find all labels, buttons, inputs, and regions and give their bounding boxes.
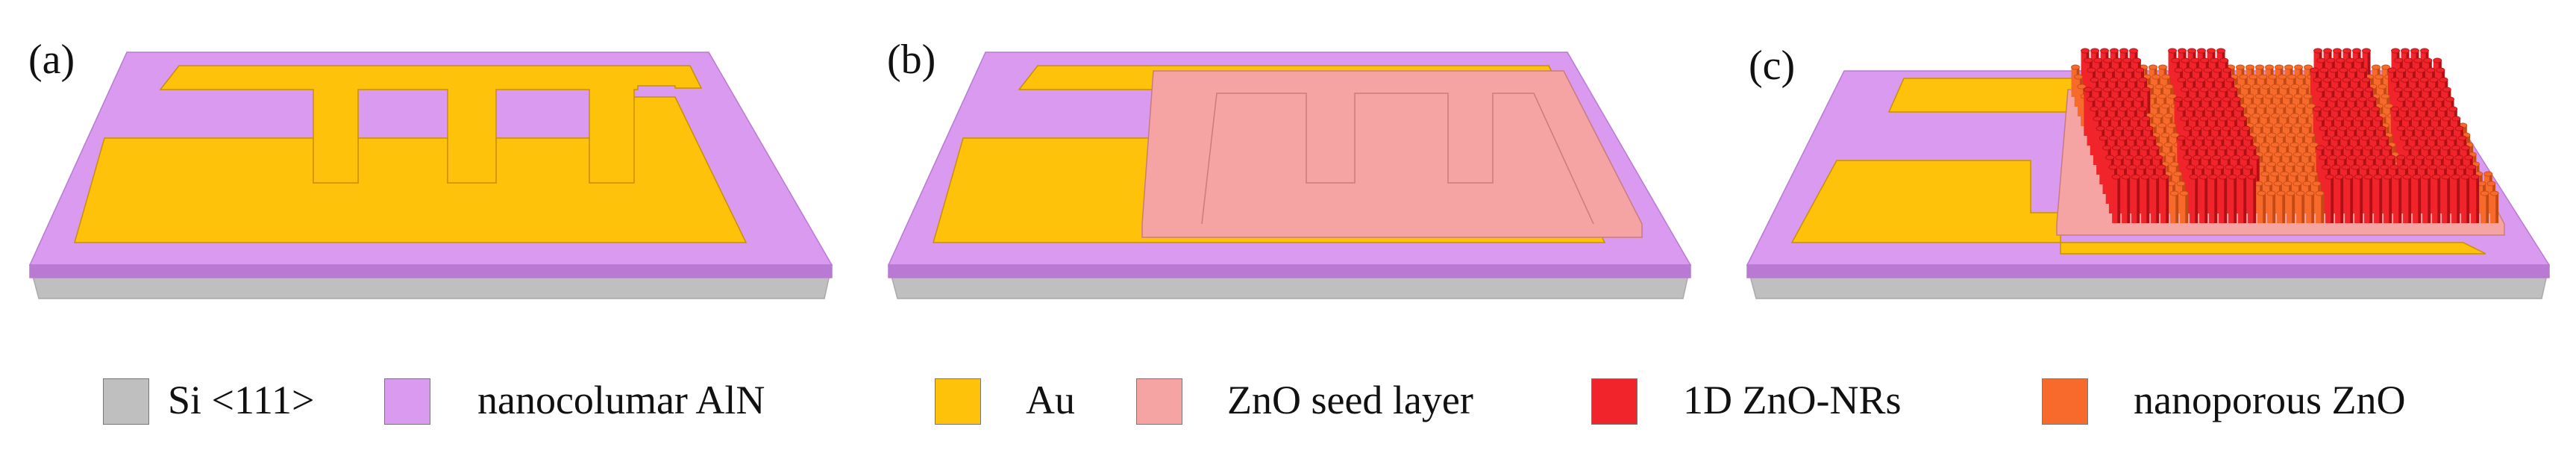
zno-nanorod <box>2150 174 2160 223</box>
zno-nanostructures <box>2071 48 2499 223</box>
legend-swatch-nrs <box>1591 378 1638 425</box>
zno-nanorod <box>2373 174 2383 223</box>
legend: Si <111> nanocolumar AlN Au ZnO seed layer 1… <box>0 369 2576 444</box>
nanoporous-zno-column <box>2489 190 2499 223</box>
nanoporous-zno-column <box>2179 190 2189 223</box>
panel-a-diagram <box>28 51 833 299</box>
nanoporous-zno-column <box>2295 190 2305 223</box>
zno-nanorod <box>2470 174 2480 223</box>
panel-c-label: (c) <box>1749 43 1796 89</box>
nanoporous-zno-column <box>2315 190 2325 223</box>
panel-a-label: (a) <box>28 37 75 83</box>
zno-nanorod <box>2344 174 2354 223</box>
zno-nanorod <box>2160 174 2169 223</box>
zno-nanorod <box>2121 174 2131 223</box>
zno-nanorod <box>2199 174 2208 223</box>
legend-label-aln: nanocolumar AlN <box>477 378 765 422</box>
legend-swatch-au <box>935 378 981 425</box>
legend-swatch-seed <box>1136 378 1182 425</box>
au-top-electrode <box>159 65 703 184</box>
zno-nanorod <box>2325 174 2334 223</box>
zno-nanorod <box>2383 174 2392 223</box>
legend-label-nrs: 1D ZnO-NRs <box>1683 378 1902 422</box>
nanoporous-zno-column <box>2480 190 2489 223</box>
zno-nanorod <box>2218 174 2228 223</box>
panel-a: (a) <box>0 0 859 328</box>
panel-c: (c) <box>1717 0 2576 328</box>
zno-nanorod <box>2237 174 2247 223</box>
nanoporous-zno-column <box>2169 190 2179 223</box>
panel-c-diagram <box>1746 48 2551 299</box>
zno-nanorod <box>2208 174 2218 223</box>
zno-nanorod <box>2131 174 2140 223</box>
aln-layer-front <box>888 264 1691 278</box>
nanoporous-zno-column <box>2305 190 2315 223</box>
nanoporous-zno-column <box>2276 190 2286 223</box>
zno-nanorod <box>2451 174 2460 223</box>
zno-nanorod <box>2189 174 2199 223</box>
panel-b: (b) <box>859 0 1717 328</box>
au-bottom-electrode <box>1790 160 2486 255</box>
zno-seed-layer <box>1141 70 1643 238</box>
zno-nanorod <box>2140 174 2150 223</box>
zno-nanorod <box>2334 174 2344 223</box>
legend-label-au: Au <box>1026 378 1075 422</box>
zno-nanorod <box>2354 174 2363 223</box>
aln-layer-front <box>1746 264 2550 278</box>
zno-nanorod <box>2111 174 2121 223</box>
legend-swatch-porous <box>2042 378 2088 425</box>
nanoporous-zno-column <box>2266 190 2276 223</box>
legend-label-porous: nanoporous ZnO <box>2134 378 2406 422</box>
zno-nanorod <box>2363 174 2373 223</box>
legend-label-si: Si <111> <box>168 378 315 422</box>
zno-nanorod <box>2431 174 2441 223</box>
zno-nanorod <box>2412 174 2422 223</box>
panel-b-diagram <box>887 51 1692 299</box>
legend-swatch-aln <box>384 378 430 425</box>
nanoporous-zno-column <box>2257 190 2266 223</box>
seed-layer-outline <box>1201 93 1594 225</box>
zno-nanorod <box>2228 174 2237 223</box>
zno-nanorod <box>2441 174 2451 223</box>
zno-nanorod <box>2392 174 2402 223</box>
panel-b-label: (b) <box>887 37 936 83</box>
nanoporous-zno-column <box>2286 190 2295 223</box>
zno-nanorod <box>2460 174 2470 223</box>
zno-nanorod <box>2422 174 2431 223</box>
legend-label-seed: ZnO seed layer <box>1227 378 1473 422</box>
aln-layer-front <box>29 264 833 278</box>
legend-swatch-si <box>103 378 149 425</box>
au-top-electrode <box>1887 78 2091 113</box>
zno-nanorod <box>2402 174 2412 223</box>
zno-nanorod <box>2247 174 2257 223</box>
